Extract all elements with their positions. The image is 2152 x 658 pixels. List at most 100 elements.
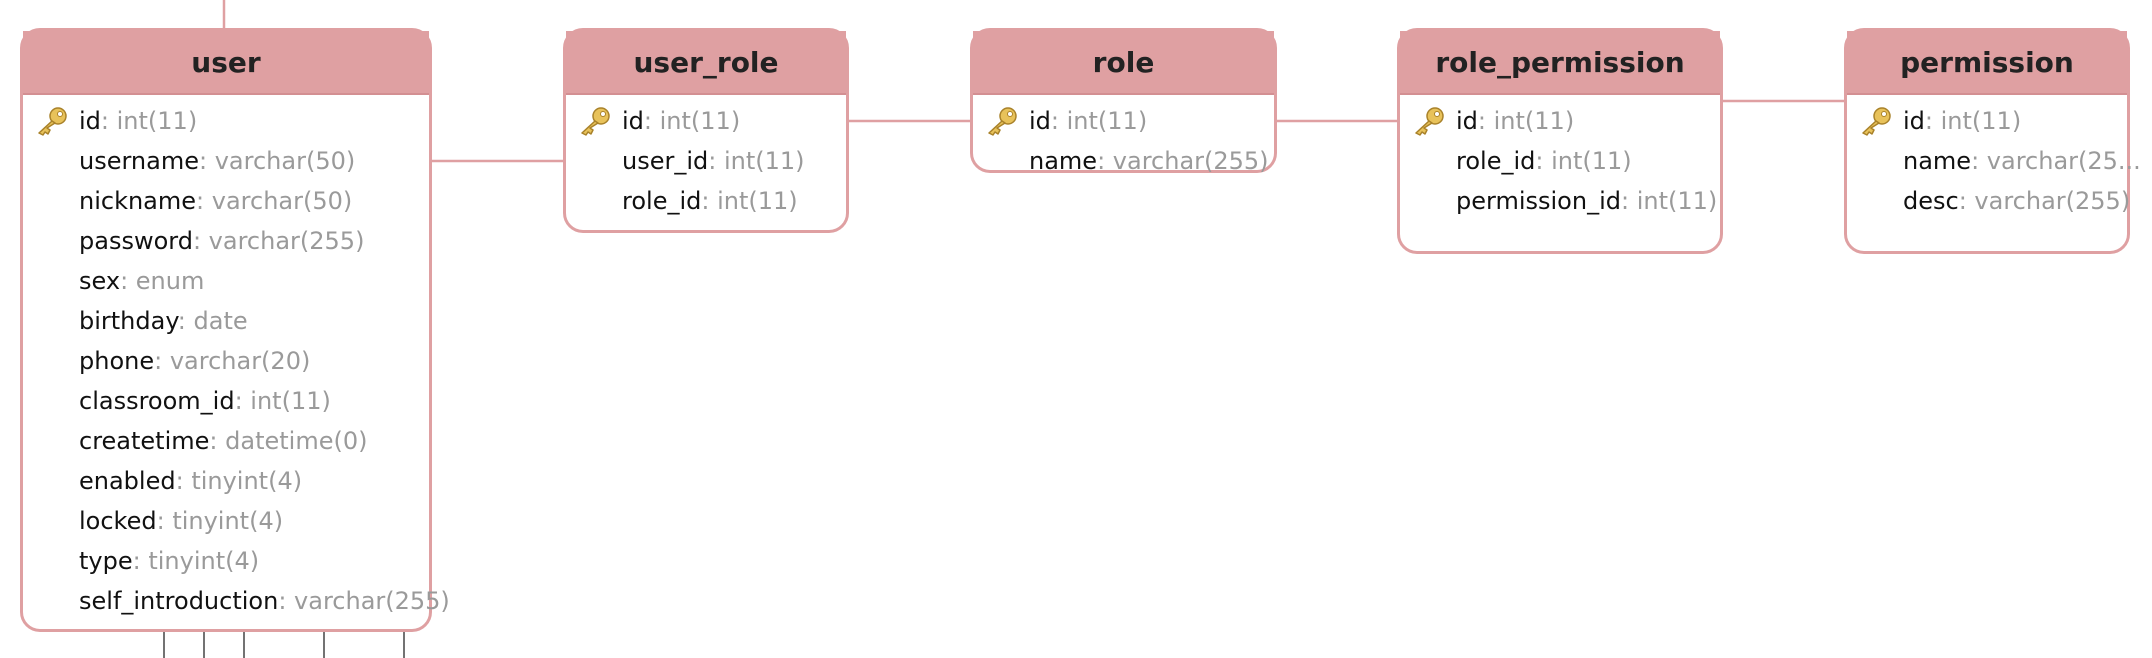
column-name: username: [79, 147, 199, 175]
column-type: tinyint(4): [148, 547, 260, 575]
column-type: varchar(50): [211, 187, 353, 215]
column-row[interactable]: role_id: int(11): [1400, 141, 1720, 181]
column-row[interactable]: id: int(11): [23, 101, 429, 141]
column-row[interactable]: createtime: datetime(0): [23, 421, 429, 461]
key-icon: [35, 106, 69, 136]
column-type: varchar(255): [294, 587, 450, 615]
column-separator: :: [175, 467, 192, 495]
column-type: int(11): [659, 107, 741, 135]
table-role_permission[interactable]: role_permission id: int(11)role_id: int(…: [1397, 28, 1723, 254]
column-type: varchar(25...: [1986, 147, 2141, 175]
column-row[interactable]: locked: tinyint(4): [23, 501, 429, 541]
column-name: id: [1903, 107, 1925, 135]
column-row[interactable]: role_id: int(11): [566, 181, 846, 221]
column-row[interactable]: enabled: tinyint(4): [23, 461, 429, 501]
column-type: date: [193, 307, 248, 335]
column-type: tinyint(4): [172, 507, 284, 535]
key-icon: [578, 106, 612, 136]
column-row[interactable]: id: int(11): [1847, 101, 2127, 141]
column-row[interactable]: nickname: varchar(50): [23, 181, 429, 221]
column-row[interactable]: desc: varchar(255): [1847, 181, 2131, 221]
table-title: user: [23, 31, 429, 95]
column-separator: :: [708, 147, 724, 175]
column-name: sex: [79, 267, 121, 295]
column-type: int(11): [116, 107, 198, 135]
column-separator: :: [1958, 187, 1975, 215]
column-separator: :: [1097, 147, 1113, 175]
column-row[interactable]: password: varchar(255): [23, 221, 429, 261]
column-separator: :: [1620, 187, 1637, 215]
column-name: id: [1456, 107, 1478, 135]
column-name: desc: [1903, 187, 1959, 215]
column-name: name: [1903, 147, 1972, 175]
column-type: tinyint(4): [191, 467, 303, 495]
column-separator: :: [1477, 107, 1494, 135]
column-row[interactable]: self_introduction: varchar(255): [23, 581, 450, 621]
column-separator: :: [199, 147, 215, 175]
column-name: nickname: [79, 187, 197, 215]
column-row[interactable]: phone: varchar(20): [23, 341, 429, 381]
column-row[interactable]: name: varchar(25...: [1847, 141, 2141, 181]
column-name: id: [622, 107, 644, 135]
column-separator: :: [132, 547, 149, 575]
column-row[interactable]: id: int(11): [1400, 101, 1720, 141]
column-separator: :: [1535, 147, 1552, 175]
column-type: int(11): [723, 147, 805, 175]
column-separator: :: [177, 307, 194, 335]
column-type: int(11): [1940, 107, 2022, 135]
column-name: role_id: [1456, 147, 1536, 175]
column-type: int(11): [250, 387, 331, 415]
column-type: varchar(255): [1974, 187, 2131, 215]
column-separator: :: [701, 187, 718, 215]
column-row[interactable]: birthday: date: [23, 301, 429, 341]
column-separator: :: [156, 507, 173, 535]
key-icon: [1412, 106, 1446, 136]
column-type: varchar(255): [1112, 147, 1269, 175]
column-type: enum: [135, 267, 205, 295]
column-type: int(11): [717, 187, 798, 215]
table-title: role_permission: [1400, 31, 1720, 95]
table-user_role[interactable]: user_role id: int(11)user_id: int(11)rol…: [563, 28, 849, 233]
column-name: role_id: [622, 187, 702, 215]
key-icon: [1859, 106, 1893, 136]
column-row[interactable]: name: varchar(255): [973, 141, 1274, 181]
column-row[interactable]: classroom_id: int(11): [23, 381, 429, 421]
column-row[interactable]: id: int(11): [566, 101, 846, 141]
column-separator: :: [209, 427, 226, 455]
column-name: permission_id: [1456, 187, 1621, 215]
column-separator: :: [1924, 107, 1941, 135]
column-name: user_id: [622, 147, 709, 175]
column-name: name: [1029, 147, 1098, 175]
column-separator: :: [278, 587, 295, 615]
table-title: permission: [1847, 31, 2127, 95]
column-name: phone: [79, 347, 155, 375]
column-separator: :: [196, 187, 212, 215]
column-name: self_introduction: [79, 587, 279, 615]
column-type: int(11): [1066, 107, 1148, 135]
column-name: createtime: [79, 427, 210, 455]
key-icon: [985, 106, 1019, 136]
table-title: user_role: [566, 31, 846, 95]
table-user[interactable]: user id: int(11)username: varchar(50)nic…: [20, 28, 450, 632]
column-separator: :: [643, 107, 660, 135]
column-name: id: [1029, 107, 1051, 135]
column-row[interactable]: permission_id: int(11): [1400, 181, 1720, 221]
column-row[interactable]: type: tinyint(4): [23, 541, 429, 581]
column-type: varchar(50): [214, 147, 356, 175]
column-separator: :: [154, 347, 170, 375]
column-type: int(11): [1551, 147, 1632, 175]
column-separator: :: [1050, 107, 1067, 135]
column-row[interactable]: sex: enum: [23, 261, 429, 301]
table-permission[interactable]: permission id: int(11)name: varchar(25..…: [1844, 28, 2141, 254]
column-row[interactable]: id: int(11): [973, 101, 1274, 141]
column-name: classroom_id: [79, 387, 235, 415]
column-name: type: [79, 547, 133, 575]
column-row[interactable]: user_id: int(11): [566, 141, 846, 181]
column-type: int(11): [1493, 107, 1575, 135]
column-type: datetime(0): [225, 427, 368, 455]
table-role[interactable]: role id: int(11) name: varchar(255): [970, 28, 1277, 175]
column-type: int(11): [1636, 187, 1718, 215]
column-row[interactable]: username: varchar(50): [23, 141, 429, 181]
table-title: role: [973, 31, 1274, 95]
